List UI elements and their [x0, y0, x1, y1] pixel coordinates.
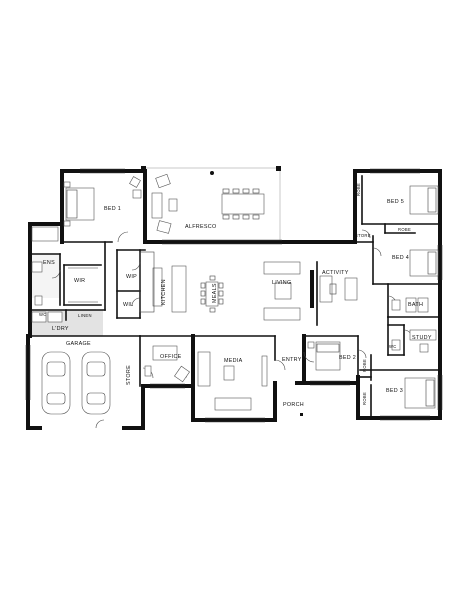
label-meals: MEALS	[212, 283, 218, 303]
label-alfresco: ALFRESCO	[185, 224, 216, 230]
label-living: LIVING	[272, 280, 291, 286]
alfresco-area	[141, 166, 281, 243]
label-wc: WC	[389, 344, 397, 349]
label-linen: LINEN	[78, 313, 92, 318]
label-bed-1: BED 1	[104, 206, 121, 212]
windows	[25, 168, 443, 423]
label-robe-bed5: ROBE	[356, 183, 361, 196]
car-left	[41, 351, 71, 415]
label-bed-4: BED 4	[392, 255, 409, 261]
label-wir: WIR	[74, 278, 85, 284]
label-wil: WIL	[123, 302, 133, 308]
label-garage: GARAGE	[66, 341, 91, 347]
room-labels: BED 1 ALFRESCO ENS WIR WIP WIL KITCHEN M…	[39, 183, 432, 408]
label-porch: PORCH	[283, 402, 304, 408]
label-bath: BATH	[408, 302, 423, 308]
label-robe-bed3: ROBE	[362, 392, 367, 405]
label-office: OFFICE	[160, 354, 182, 360]
label-robe-bed4: ROBE	[398, 227, 411, 232]
external-walls	[26, 169, 442, 430]
label-robe-bed2: ROBE	[362, 359, 367, 372]
label-wip: WIP	[126, 274, 137, 280]
label-kitchen: KITCHEN	[161, 279, 167, 305]
label-laundry: L'DRY	[52, 326, 69, 332]
car-right	[81, 351, 111, 415]
internal-walls	[29, 175, 441, 417]
ensuite-floor	[30, 254, 60, 298]
label-store-garage: STORE	[126, 365, 132, 385]
label-media: MEDIA	[224, 358, 243, 364]
label-bed-2: BED 2	[339, 355, 356, 361]
label-bed-5: BED 5	[387, 199, 404, 205]
furniture	[31, 176, 439, 416]
label-store-hall: STORE	[355, 233, 371, 238]
label-ens: ENS	[43, 260, 55, 266]
label-wc-small: WC	[39, 312, 47, 317]
label-study: STUDY	[412, 335, 432, 341]
label-bed-3: BED 3	[386, 388, 403, 394]
label-entry: ENTRY	[282, 357, 302, 363]
label-activity: ACTIVITY	[322, 270, 349, 276]
